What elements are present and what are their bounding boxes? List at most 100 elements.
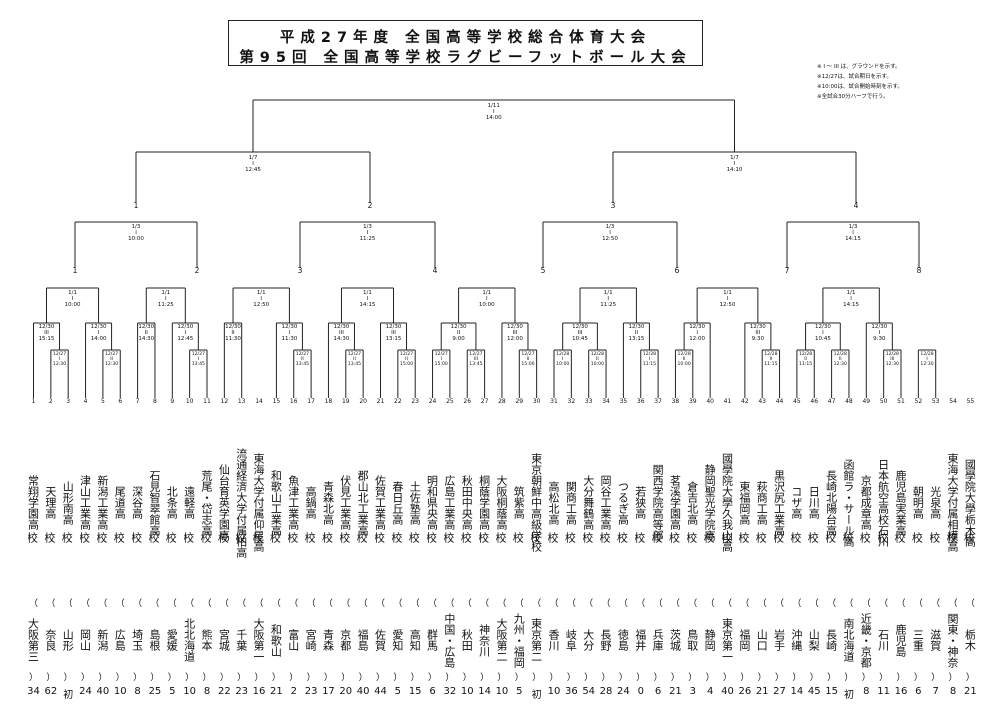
prefecture: 三重 <box>912 629 925 651</box>
prefecture: 長野 <box>600 629 613 651</box>
school-suffix: 校 <box>183 532 195 543</box>
prefecture: 福岡 <box>738 629 751 651</box>
paren-close: ） <box>879 673 889 683</box>
match-time: 10:00 <box>677 362 691 367</box>
match-date: 1/1 <box>723 290 732 296</box>
prefecture: 青森 <box>322 629 335 651</box>
match-time: 13:15 <box>385 336 402 342</box>
school-name: 若狭高 <box>634 486 647 519</box>
paren-open: （ <box>931 599 941 609</box>
team-number: 39 <box>688 398 697 405</box>
prefecture: 奈良 <box>44 629 57 651</box>
paren-close: ） <box>688 673 698 683</box>
match-time: 10:00 <box>590 362 604 367</box>
match-ground: I <box>850 296 852 302</box>
match-time: 14:30 <box>333 336 350 342</box>
paren-open: （ <box>549 599 559 609</box>
match-date: 12/30 <box>628 324 645 330</box>
school-name: 魚津工業高 <box>287 475 300 530</box>
school-suffix: 校 <box>686 532 698 543</box>
team-number: 41 <box>723 398 732 405</box>
match-time: 12:30 <box>833 362 847 367</box>
school-suffix: 校 <box>495 532 507 543</box>
paren-open: （ <box>653 599 663 609</box>
legend-notes: ※ I ～ III は、グラウンドを示す。 ※12/27は、試合期日を示す。 ※… <box>817 62 903 102</box>
match-ground: I <box>252 161 254 167</box>
paren-open: （ <box>879 599 889 609</box>
quarterfinal-number: 3 <box>610 201 616 210</box>
appearance-count: 27 <box>773 686 786 697</box>
team-number: 47 <box>827 398 836 405</box>
match-date: 12/28 <box>677 352 691 357</box>
appearance-count: 44 <box>374 686 387 697</box>
appearance-count: 40 <box>721 686 734 697</box>
school-suffix: 校 <box>773 532 785 543</box>
paren-open: （ <box>46 599 56 609</box>
appearance-count: 40 <box>96 686 110 697</box>
paren-close: ） <box>219 673 229 683</box>
match-date: 1/1 <box>256 290 266 296</box>
paren-open: （ <box>98 599 108 609</box>
appearance-count: 24 <box>617 686 630 697</box>
match-ground: II <box>596 357 599 362</box>
match-date: 12/28 <box>642 352 657 357</box>
appearance-count: 7 <box>932 686 939 697</box>
paren-open: （ <box>722 599 732 609</box>
school-name: 東海大学付属仰星高 <box>253 453 266 552</box>
school-name: 関商工高 <box>565 480 578 525</box>
appearance-count: 6 <box>654 686 662 697</box>
school-suffix: 校 <box>409 532 421 543</box>
school-name: 仙台育英学園高 <box>218 464 231 541</box>
note: ※全試合30分ハーフで行う。 <box>817 94 889 100</box>
match-time: 12:30 <box>920 362 934 367</box>
paren-close: ） <box>532 673 542 683</box>
match-date: 1/11 <box>487 103 500 109</box>
school-name: 山形南高 <box>62 480 75 525</box>
match-time: 12:45 <box>245 167 261 173</box>
school-suffix: 校 <box>114 532 126 543</box>
school-name: 國學院大學久我山高 <box>721 453 734 552</box>
paren-close: ） <box>323 673 333 683</box>
prefecture: 大阪第二 <box>495 618 508 662</box>
match-time: 10:45 <box>814 336 831 342</box>
team-number: 43 <box>758 398 766 405</box>
match-time: 12:50 <box>719 302 736 308</box>
paren-close: ） <box>965 673 975 683</box>
school-suffix: 校 <box>218 532 230 543</box>
appearance-count: 10 <box>113 686 127 697</box>
match-ground: I <box>366 230 369 236</box>
paren-open: （ <box>757 599 767 609</box>
prefecture: 石川 <box>877 629 890 651</box>
prefecture: 山口 <box>756 629 769 651</box>
school-suffix: 校 <box>912 532 924 543</box>
paren-open: （ <box>167 599 177 609</box>
match-time: 11:15 <box>798 362 813 367</box>
appearance-count: 8 <box>203 686 211 697</box>
quarterfinal-number: 1 <box>133 201 139 210</box>
match-ground: II <box>405 357 408 362</box>
prefecture: 岩手 <box>773 629 786 651</box>
match-date: 12/30 <box>814 324 831 330</box>
paren-close: ） <box>358 673 368 683</box>
paren-open: （ <box>341 599 351 609</box>
match-ground: III <box>890 357 895 362</box>
match-ground: III <box>755 330 761 336</box>
appearance-count: 17 <box>322 686 335 697</box>
school-suffix: 校 <box>877 532 889 543</box>
paren-open: （ <box>271 599 281 609</box>
paren-close: ） <box>931 673 941 683</box>
match-date: 1/1 <box>363 290 372 296</box>
school-name: 日本航空高校石川 <box>877 458 890 547</box>
team-number: 6 <box>118 398 123 405</box>
round-of-16-number: 5 <box>540 266 546 275</box>
school-name: 荒尾・岱志高 <box>201 469 213 536</box>
